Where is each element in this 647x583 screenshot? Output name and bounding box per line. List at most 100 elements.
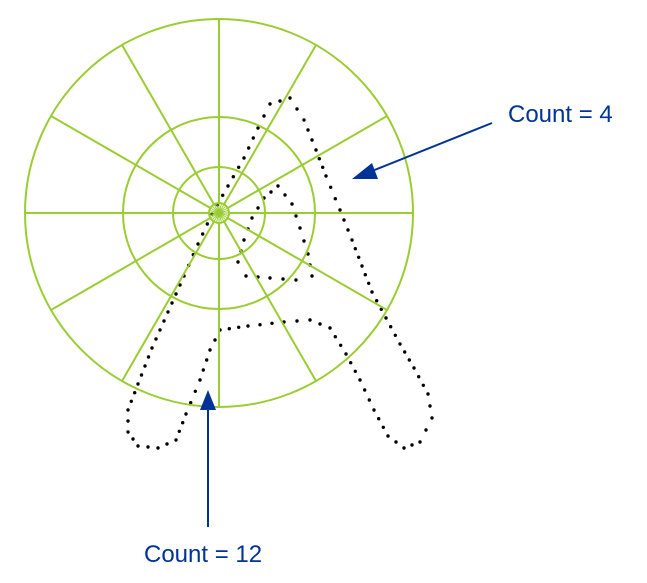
stroke-point: [177, 429, 181, 433]
stroke-point: [350, 238, 354, 242]
polar-spoke: [121, 221, 215, 382]
stroke-point: [393, 333, 397, 337]
stroke-point: [288, 96, 292, 100]
stroke-point: [262, 114, 266, 118]
stroke-point: [162, 319, 166, 323]
stroke-point: [146, 355, 151, 359]
stroke-point: [421, 383, 425, 387]
stroke-point: [353, 369, 357, 373]
stroke-point: [139, 373, 144, 377]
stroke-point: [165, 442, 169, 446]
stroke-point: [290, 202, 294, 206]
stroke-point: [276, 184, 280, 188]
stroke-point: [295, 107, 299, 111]
stroke-point: [333, 335, 337, 339]
stroke-point: [314, 148, 318, 152]
stroke-point: [294, 278, 298, 282]
stroke-point: [417, 375, 421, 379]
stroke-point: [270, 321, 274, 325]
polar-spoke: [50, 217, 211, 311]
stroke-point: [244, 274, 248, 278]
stroke-point: [126, 408, 130, 412]
stroke-point: [394, 440, 398, 444]
stroke-point: [143, 364, 147, 368]
stroke-point: [294, 214, 298, 218]
stroke-point: [430, 416, 434, 420]
stroke-point: [126, 419, 130, 423]
stroke-point: [236, 260, 240, 264]
stroke-point: [344, 352, 348, 356]
stroke-point: [346, 228, 350, 232]
count-label-right: Count = 4: [508, 101, 613, 128]
stroke-point: [363, 388, 367, 392]
stroke-point: [246, 324, 250, 328]
stroke-point: [302, 118, 306, 122]
stroke-point: [357, 255, 361, 259]
stroke-point: [358, 378, 362, 382]
stroke-point: [342, 218, 346, 222]
stroke-point: [174, 438, 178, 442]
stroke-point: [131, 437, 135, 441]
stroke-point: [283, 193, 287, 197]
stroke-point: [384, 316, 388, 320]
stroke-point: [412, 366, 416, 370]
stroke-point: [256, 206, 260, 210]
stroke-point: [398, 342, 402, 346]
stroke-point: [256, 126, 260, 130]
stroke-point: [237, 325, 241, 329]
stroke-point: [379, 307, 383, 311]
stroke-point: [377, 417, 381, 421]
stroke-point: [268, 102, 272, 106]
stroke-point: [205, 222, 209, 226]
stroke-point: [129, 399, 133, 403]
stroke-point: [318, 322, 322, 326]
count-label-bottom: Count = 12: [144, 541, 262, 568]
stroke-point: [295, 319, 299, 323]
stroke-point: [258, 323, 262, 327]
stroke-point: [386, 434, 390, 438]
annotation-arrow-right-shaft: [371, 122, 493, 172]
stroke-point: [324, 174, 328, 178]
stroke-point: [278, 99, 282, 103]
stroke-point: [221, 193, 225, 197]
polar-hub-spoke: [218, 212, 229, 217]
stroke-point: [184, 412, 188, 416]
stroke-point: [208, 348, 212, 352]
annotation-count-bottom: Count = 12: [144, 390, 262, 568]
stroke-point: [321, 165, 325, 169]
stroke-point: [302, 239, 306, 243]
stroke-point: [201, 368, 205, 372]
stroke-point: [150, 346, 154, 350]
stroke-point: [213, 338, 217, 342]
stroke-point: [154, 337, 158, 341]
annotation-arrow-bottom-head: [200, 390, 216, 410]
stroke-point: [381, 425, 385, 429]
polar-spoke: [223, 44, 317, 205]
stroke-point: [250, 216, 254, 220]
stroke-point: [349, 361, 353, 365]
stroke-point: [426, 392, 430, 396]
stroke-point: [360, 264, 364, 268]
stroke-point: [126, 430, 130, 434]
stroke-point: [281, 277, 285, 281]
stroke-point: [308, 318, 312, 322]
polar-spoke: [121, 44, 215, 205]
stroke-point: [310, 138, 314, 142]
stroke-point: [247, 146, 251, 150]
stroke-point: [158, 328, 162, 332]
stroke-point: [189, 401, 193, 405]
annotation-count-right: Count = 4: [352, 101, 613, 179]
stroke-point: [317, 157, 321, 161]
stroke-point: [269, 190, 273, 194]
stroke-point: [418, 440, 422, 444]
stroke-point: [339, 343, 343, 347]
stroke-point: [237, 165, 241, 169]
stroke-point: [367, 398, 371, 402]
stroke-point: [174, 292, 178, 296]
stroke-point: [410, 443, 414, 447]
stroke-point: [402, 446, 406, 450]
stroke-point: [306, 128, 310, 132]
polar-spoke: [223, 221, 317, 382]
polar-spoke: [227, 115, 388, 209]
stroke-point: [338, 208, 342, 212]
